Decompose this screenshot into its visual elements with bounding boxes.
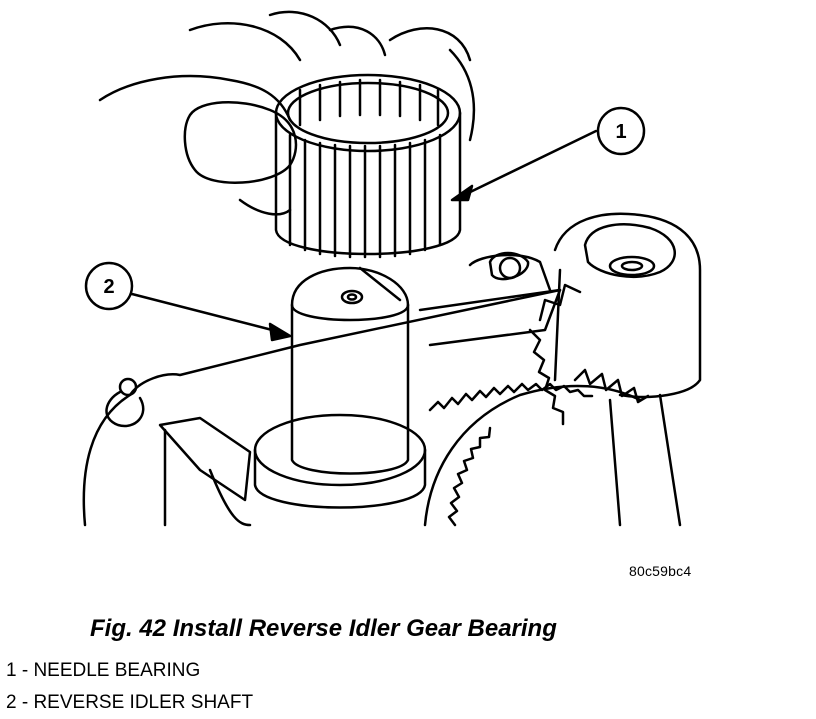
callout-2-number: 2 xyxy=(103,276,114,298)
gear-cluster xyxy=(423,212,702,527)
callout-1-number: 1 xyxy=(615,121,626,143)
callout-1: 1 xyxy=(596,106,646,156)
leader-line-1 xyxy=(450,129,598,202)
legend-item-needle-bearing: 1 - NEEDLE BEARING xyxy=(6,660,201,681)
callout-2: 2 xyxy=(84,261,134,311)
legend-item-reverse-idler-shaft: 2 - REVERSE IDLER SHAFT xyxy=(6,692,254,713)
figure-legend: 1 - NEEDLE BEARING 2 - REVERSE IDLER SHA… xyxy=(6,655,253,719)
figure-illustration: 1 2 xyxy=(82,10,702,527)
leader-line-2 xyxy=(130,292,292,342)
reverse-idler-shaft xyxy=(253,266,427,509)
hand xyxy=(98,10,476,216)
figure-reference-code: 80c59bc4 xyxy=(629,563,692,579)
needle-bearing xyxy=(274,73,462,259)
transmission-housing xyxy=(82,251,562,527)
figure-caption: Fig. 42 Install Reverse Idler Gear Beari… xyxy=(90,615,557,642)
